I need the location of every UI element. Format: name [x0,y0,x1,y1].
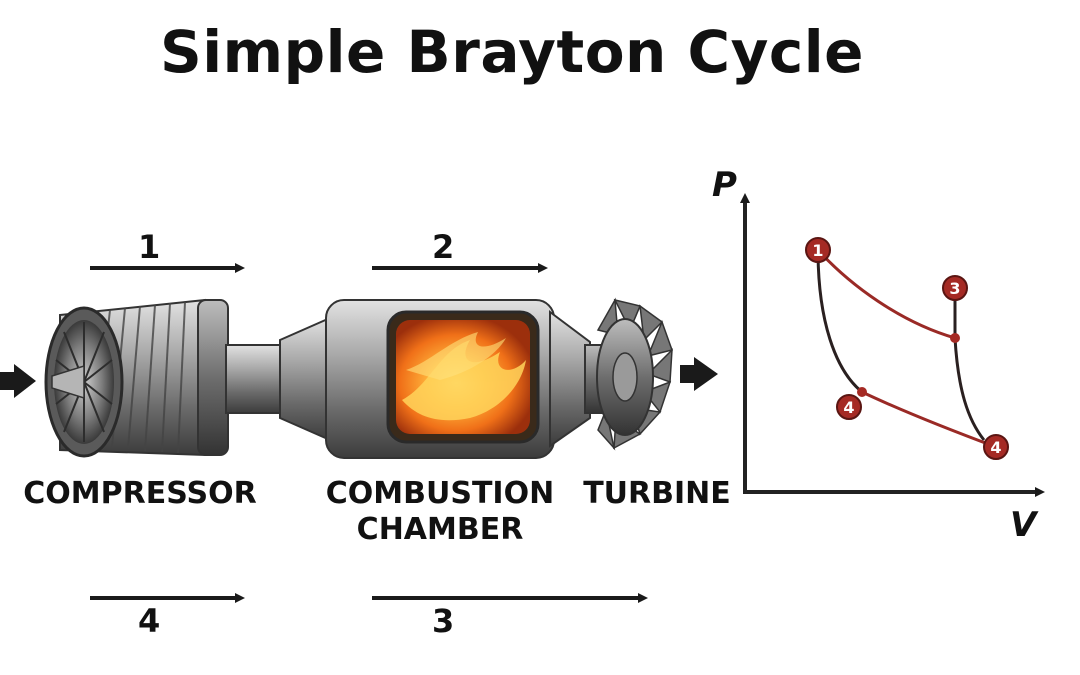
pv-point-label: 3 [949,279,960,298]
compressor-illustration [44,298,229,458]
page-title: Simple Brayton Cycle [159,18,865,86]
flow-step-2: 2 [432,228,455,266]
pv-dot-top [950,333,960,343]
exhaust-arrow [680,357,718,391]
process-curve-left [816,249,863,394]
turbine-illustration [584,297,673,451]
pv-point-3: 3 [942,275,968,301]
flame-icon [402,332,526,421]
pv-point-label: 4 [843,398,854,417]
turbine-label: TURBINE [583,476,731,511]
v-axis-label: V [1010,505,1039,545]
pv-point-1: 1 [805,237,831,263]
pv-dot-lower [857,387,867,397]
shaft [225,344,287,414]
compressor-label: COMPRESSOR [23,476,257,511]
pv-point-label: 1 [812,241,823,260]
process-curve-top [816,248,956,340]
pv-point-4-right: 4 [983,434,1009,460]
pv-point-4-left: 4 [836,394,862,420]
pv-point-label: 4 [990,438,1001,457]
combustion-chamber-illustration [279,299,591,459]
process-curve-right [953,288,986,441]
flow-step-3: 3 [432,602,455,640]
inlet-arrow [0,364,36,398]
combustion-label-line1: COMBUSTION [325,476,555,511]
flow-step-1: 1 [138,228,161,266]
pv-diagram: 1 3 4 4 P V [712,165,1045,545]
p-axis-label: P [712,165,737,205]
flow-step-4: 4 [138,602,161,640]
combustion-label-line2: CHAMBER [356,512,524,547]
process-curve-bottom [861,390,997,449]
